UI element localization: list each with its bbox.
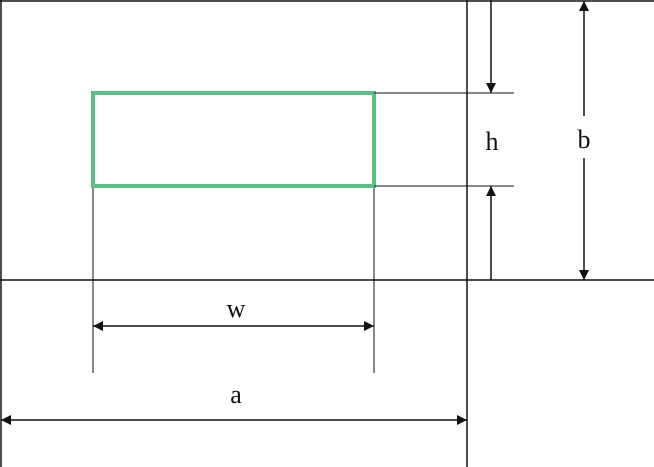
dimension-arrows (1, 0, 589, 425)
a-label: a (230, 380, 242, 409)
w-label: w (227, 294, 246, 323)
extension-lines (92, 92, 514, 373)
inner-rectangle (91, 91, 376, 188)
h-label: h (486, 127, 499, 156)
b-label: b (578, 125, 591, 154)
